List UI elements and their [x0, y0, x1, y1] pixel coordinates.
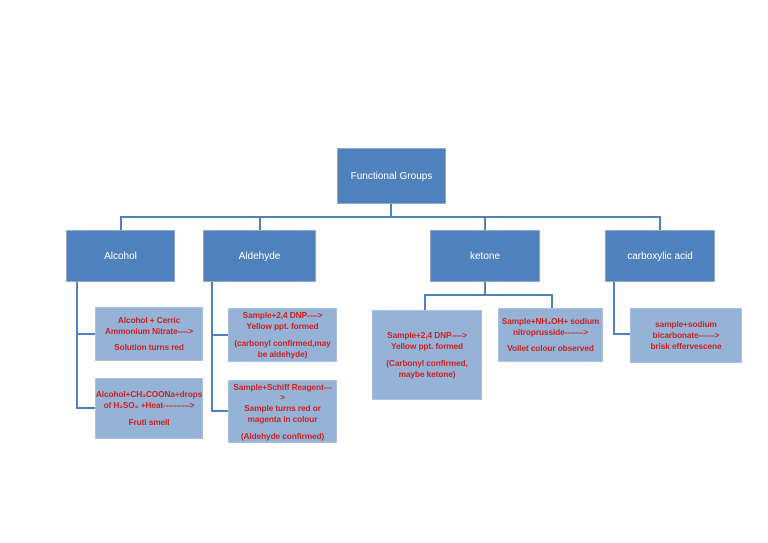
connector-aldehyde-stub-1 [211, 334, 228, 336]
test-result: (Aldehyde confirmed) [240, 430, 325, 441]
connector-root-drop [390, 204, 392, 217]
connector-carboxylic-stub [613, 333, 630, 335]
connector-alcohol-stub-2 [76, 407, 95, 409]
branch-box-alcohol: Alcohol [66, 230, 175, 282]
test-reaction: Sample+Schiff Reagent---> Sample turns r… [233, 381, 332, 424]
connector-carboxylic-spine [613, 282, 615, 335]
branch-label-aldehyde: Aldehyde [238, 250, 281, 262]
test-result: Fruti smell [128, 416, 170, 427]
root-box-functional-groups: Functional Groups [337, 148, 446, 204]
connector-alcohol-stub-1 [76, 333, 95, 335]
test-box-alcohol-ester: Alcohol+CH₃COONa+drops of H₂SO₄ +Heat---… [95, 378, 203, 439]
test-box-aldehyde-dnp: Sample+2,4 DNP----> Yellow ppt. formed (… [228, 308, 337, 362]
test-box-carboxylic-bicarbonate: sample+sodium bicarbonate------> brisk e… [630, 308, 742, 363]
connector-drop-ketone [484, 216, 486, 230]
connector-aldehyde-stub-2 [211, 410, 228, 412]
test-result: Solution turns red [114, 342, 184, 353]
test-box-alcohol-ceric-ammonium-nitrate: Alcohol + Cerric Ammonium Nitrate----> S… [95, 307, 203, 361]
test-reaction: Sample+NH₄OH+ sodium nitroprusside------… [501, 315, 600, 337]
connector-top-rail [120, 216, 660, 218]
test-reaction: Sample+2,4 DNP----> Yellow ppt. formed [242, 310, 323, 332]
test-box-ketone-dnp: Sample+2,4 DNP----> Yellow ppt. formed (… [372, 310, 482, 400]
branch-label-carboxylic-acid: carboxylic acid [627, 250, 693, 262]
connector-drop-alcohol [120, 216, 122, 230]
test-reaction: Alcohol+CH₃COONa+drops of H₂SO₄ +Heat---… [95, 389, 203, 411]
branch-label-alcohol: Alcohol [104, 250, 137, 262]
test-result: (carbonyl confirmed,may be aldehyde) [234, 338, 331, 359]
test-box-aldehyde-schiff: Sample+Schiff Reagent---> Sample turns r… [228, 380, 337, 443]
branch-box-aldehyde: Aldehyde [203, 230, 316, 282]
test-reaction: Sample+2,4 DNP----> Yellow ppt. formed [387, 330, 467, 352]
connector-alcohol-spine [76, 282, 78, 408]
test-reaction: sample+sodium bicarbonate------> brisk e… [650, 319, 722, 351]
connector-aldehyde-spine [211, 282, 213, 411]
root-box-label: Functional Groups [350, 170, 433, 182]
connector-ketone-stub-right [551, 294, 553, 308]
branch-label-ketone: ketone [469, 250, 501, 262]
branch-box-ketone: ketone [430, 230, 540, 282]
branch-box-carboxylic-acid: carboxylic acid [605, 230, 715, 282]
test-result: Voilet colour observed [507, 343, 594, 354]
test-result: (Carbonyl confirmed, maybe ketone) [386, 358, 468, 379]
connector-drop-carboxylic [659, 216, 661, 230]
connector-ketone-stub-left [424, 294, 426, 310]
test-reaction: Alcohol + Cerric Ammonium Nitrate----> [104, 314, 193, 336]
connector-ketone-drop [484, 282, 486, 295]
connector-drop-aldehyde [259, 216, 261, 230]
test-box-ketone-nitroprusside: Sample+NH₄OH+ sodium nitroprusside------… [498, 308, 603, 362]
connector-ketone-rail [424, 294, 552, 296]
